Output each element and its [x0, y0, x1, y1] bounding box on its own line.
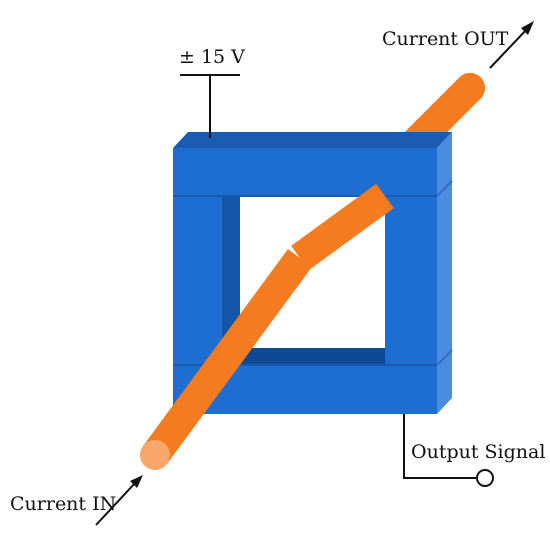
core-seam-right-a	[436, 180, 453, 197]
current-out-label: Current OUT	[382, 28, 509, 50]
current-in-label: Current IN	[10, 493, 117, 515]
conductor-end-cap	[140, 440, 170, 470]
output-wire	[403, 414, 476, 479]
current-out-arrow	[489, 27, 529, 69]
output-signal-label: Output Signal	[411, 441, 546, 463]
conductor-front	[142, 249, 313, 464]
core-seam-right-b	[436, 349, 453, 366]
current-in-arrowhead	[130, 475, 143, 488]
current-in-arrow	[95, 481, 137, 526]
conductor-top-cap	[455, 73, 485, 103]
current-out-arrowhead	[521, 21, 534, 35]
core-inner-bottom-shadow	[222, 348, 385, 365]
core-right-face	[437, 132, 452, 414]
conductor-through-window	[291, 183, 394, 271]
output-terminal-circle-icon	[476, 469, 494, 487]
core-top-face	[173, 132, 452, 148]
supply-voltage-label: ± 15 V	[179, 46, 245, 68]
